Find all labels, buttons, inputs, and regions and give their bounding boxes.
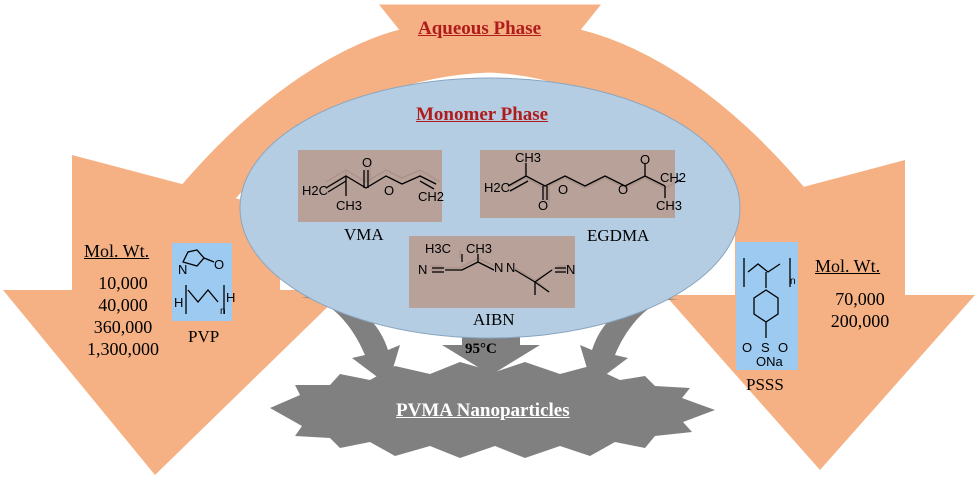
- right-down-arrow-shape: [665, 160, 975, 470]
- gray-left-curved-arrow: [300, 296, 400, 385]
- vma-label: VMA: [344, 225, 384, 244]
- pvp-atom-h-right: H: [226, 290, 236, 305]
- egdma-atom-o4: O: [640, 152, 651, 167]
- aibn-label: AIBN: [473, 310, 515, 329]
- psss-atom-n-sub: n: [790, 276, 796, 287]
- aibn-atom-ch3: CH3: [466, 241, 493, 256]
- pvp-atom-h-left: H: [174, 295, 184, 310]
- aqueous-phase-title: Aqueous Phase: [418, 18, 541, 39]
- gray-right-curved-arrow: [580, 298, 680, 385]
- vma-atom-ch2: CH2: [418, 189, 445, 204]
- left-mw-list: 10,000 40,000 360,000 1,300,000: [68, 272, 178, 360]
- temperature-label: 95°C: [465, 341, 497, 357]
- psss-label: PSSS: [746, 375, 784, 394]
- pvp-atom-n-sub: n: [220, 306, 226, 317]
- aibn-atom-n2: N: [494, 260, 504, 275]
- left-mw-title: Mol. Wt.: [84, 241, 150, 261]
- nanoparticle-burst-shape: [270, 362, 715, 458]
- pvp-atom-o: O: [214, 257, 225, 272]
- egdma-atom-o2: O: [538, 198, 549, 213]
- nanoparticles-title: PVMA Nanoparticles: [396, 400, 570, 421]
- vma-atom-o2: O: [384, 183, 395, 198]
- left-mw-value: 40,000: [98, 295, 148, 315]
- vma-atom-o1: O: [362, 155, 373, 170]
- right-mw-list: 70,000 200,000: [805, 288, 915, 332]
- right-mw-value: 70,000: [835, 289, 885, 309]
- aibn-atom-n4: N: [566, 262, 576, 277]
- right-mw-value: 200,000: [830, 311, 890, 331]
- vma-atom-ch3: CH3: [336, 198, 363, 213]
- left-mw-value: 360,000: [93, 317, 153, 337]
- egdma-atom-ch2: CH2: [660, 170, 687, 185]
- pvp-label: PVP: [188, 327, 220, 346]
- psss-atom-ona: ONa: [756, 354, 783, 369]
- egdma-atom-o1: O: [558, 182, 569, 197]
- aibn-atom-h3c: H3C: [425, 241, 452, 256]
- aibn-atom-n1: N: [418, 262, 428, 277]
- left-mw-value: 1,300,000: [87, 339, 159, 359]
- egdma-atom-ch3-right: CH3: [656, 198, 683, 213]
- vma-atom-h2c: H2C: [302, 183, 329, 198]
- aibn-atom-n3: N: [506, 260, 516, 275]
- left-mw-value: 10,000: [98, 273, 148, 293]
- egdma-atom-o3: O: [618, 182, 629, 197]
- egdma-label: EGDMA: [587, 226, 650, 245]
- psss-atom-o-right: O: [778, 340, 789, 355]
- monomer-phase-title: Monomer Phase: [416, 104, 549, 125]
- psss-atom-s: S: [761, 340, 770, 355]
- psss-structure-box: [736, 242, 798, 370]
- right-mw-title: Mol. Wt.: [815, 256, 881, 276]
- egdma-atom-h2c: H2C: [484, 180, 511, 195]
- pvp-atom-n: N: [178, 262, 188, 277]
- egdma-atom-ch3-left: CH3: [515, 150, 542, 165]
- psss-atom-o-left: O: [742, 340, 753, 355]
